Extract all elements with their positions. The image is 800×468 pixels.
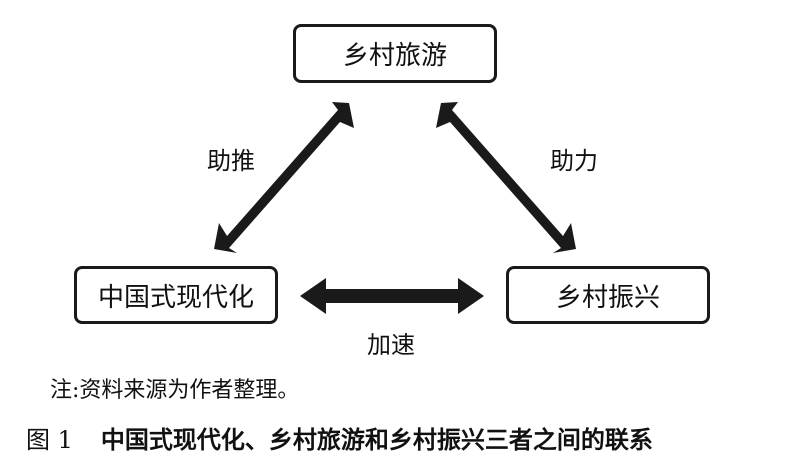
double-arrow-bottom xyxy=(300,278,484,314)
node-rural-revitalization: 乡村振兴 xyxy=(506,266,710,324)
node-rural-tourism: 乡村旅游 xyxy=(293,24,497,83)
node-label: 中国式现代化 xyxy=(97,282,254,313)
edge-label-accelerate: 加速 xyxy=(367,331,415,359)
node-label: 乡村振兴 xyxy=(555,282,660,313)
node-chinese-modernization: 中国式现代化 xyxy=(74,266,278,324)
edge-label-assist: 助力 xyxy=(550,147,598,175)
node-label: 乡村旅游 xyxy=(342,41,447,71)
edge-label-promote: 助推 xyxy=(207,147,255,175)
figure-title: 中国式现代化、乡村旅游和乡村振兴三者之间的联系 xyxy=(100,426,653,454)
figure-number: 图 1 xyxy=(26,426,73,454)
figure-caption: 图 1 中国式现代化、乡村旅游和乡村振兴三者之间的联系 xyxy=(26,420,653,455)
source-note: 注:资料来源为作者整理。 xyxy=(50,378,300,403)
double-arrow-left xyxy=(214,102,354,253)
double-arrow-right xyxy=(436,102,576,253)
